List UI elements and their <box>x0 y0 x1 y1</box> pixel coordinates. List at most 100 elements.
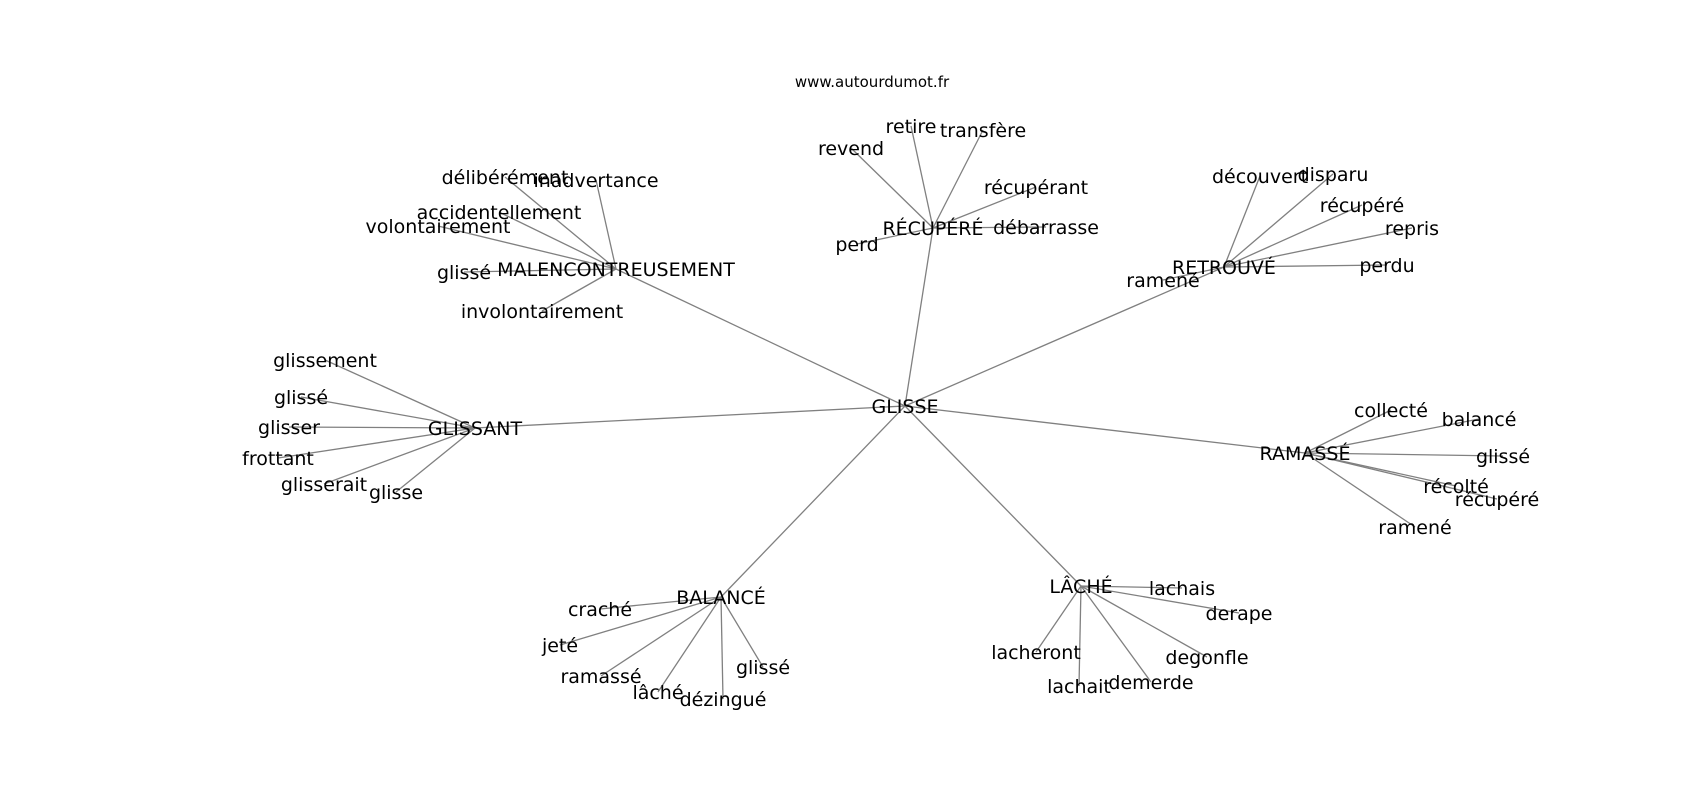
leaf-edge <box>1078 585 1082 687</box>
cluster-node-label: RAMASSÉ <box>1260 442 1351 465</box>
leaf-edge <box>932 186 1037 229</box>
hub-edge <box>615 268 906 407</box>
leaf-node-label: lâché <box>632 682 683 704</box>
leaf-node-label: inadvertance <box>533 170 658 192</box>
leaf-edge <box>1080 585 1240 614</box>
leaf-node-label: perd <box>835 234 878 256</box>
leaf-node-label: ramené <box>1126 270 1199 292</box>
leaf-edge <box>463 268 617 273</box>
leaf-edge <box>277 427 476 459</box>
leaf-node-label: accidentellement <box>417 202 582 224</box>
leaf-edge <box>504 176 617 270</box>
leaf-edge <box>288 426 476 429</box>
labels: www.autourdumot.fr GLISSE MALENCONTREUSEM… <box>242 73 1539 711</box>
leaf-node-label: glissé <box>736 657 790 679</box>
leaf-node-label: lachait <box>1047 676 1111 698</box>
leaf-edge <box>1162 266 1225 281</box>
leaf-edge <box>1304 452 1416 528</box>
leaf-edge <box>720 596 724 700</box>
leaf-edge <box>932 129 984 229</box>
leaf-edge <box>395 427 476 493</box>
leaf-edge <box>1223 227 1413 268</box>
leaf-node-label: craché <box>568 599 632 621</box>
leaf-edge <box>856 227 934 245</box>
leaf-node-label: lacheront <box>991 642 1081 664</box>
leaf-node-label: collecté <box>1354 400 1428 422</box>
leaf-edge <box>300 396 476 429</box>
leaf-edge <box>599 596 722 610</box>
watermark-text: www.autourdumot.fr <box>795 73 950 91</box>
leaf-edge <box>559 596 722 646</box>
center-node-label: GLISSE <box>871 396 938 418</box>
leaf-edge <box>324 359 476 429</box>
leaf-edge <box>657 596 722 693</box>
cluster-node-label: GLISSANT <box>428 418 523 440</box>
leaf-node-label: glisserait <box>281 474 367 496</box>
leaf-node-label: involontairement <box>461 301 623 323</box>
leaf-node-label: glissement <box>273 350 377 372</box>
leaf-node-label: récupéré <box>1455 489 1539 511</box>
leaf-node-label: ramené <box>1378 517 1451 539</box>
leaf-node-label: glissé <box>437 262 491 284</box>
leaf-edge <box>1080 585 1152 683</box>
leaf-node-label: derape <box>1206 603 1273 625</box>
leaf-node-label: perdu <box>1359 255 1414 277</box>
leaf-edge <box>595 179 617 270</box>
leaf-node-label: degonfle <box>1165 647 1248 669</box>
leaf-edge <box>1304 418 1480 454</box>
leaf-edge <box>1080 585 1183 589</box>
leaf-edge <box>910 125 934 229</box>
hub-edge <box>904 227 934 407</box>
leaf-edge <box>1223 175 1261 268</box>
leaf-node-label: glisse <box>369 482 423 504</box>
leaf-node-label: débarrasse <box>993 217 1099 239</box>
leaf-edge <box>1304 409 1392 454</box>
leaf-node-label: retire <box>886 116 937 138</box>
leaf-node-label: volontairement <box>366 216 511 238</box>
cluster-node-label: RÉCUPÉRÉ <box>882 217 983 240</box>
hub-edge <box>720 405 906 598</box>
leaf-node-label: glisser <box>258 417 320 439</box>
leaf-node-label: glissé <box>274 387 328 409</box>
leaf-edge <box>850 147 934 229</box>
hub-edge <box>474 405 906 429</box>
leaf-edge <box>932 226 1047 229</box>
leaf-node-label: lachais <box>1149 578 1215 600</box>
leaf-node-label: disparu <box>1298 164 1369 186</box>
leaf-node-label: découvert <box>1212 166 1308 188</box>
leaf-edge <box>1080 585 1208 658</box>
leaf-edge <box>498 211 617 270</box>
leaf-node-label: revend <box>818 138 884 160</box>
leaf-node-label: récupéré <box>1320 195 1404 217</box>
leaf-node-label: récupérant <box>984 177 1088 199</box>
leaf-edge <box>1035 585 1082 653</box>
leaf-node-label: récolté <box>1423 476 1489 498</box>
hub-edge <box>904 405 1082 587</box>
leaf-node-label: ramassé <box>560 666 641 688</box>
leaf-node-label: glissé <box>1476 446 1530 468</box>
leaf-edge <box>1223 204 1363 268</box>
edges <box>277 125 1504 700</box>
leaf-node-label: délibérément <box>442 167 569 189</box>
leaf-edge <box>720 596 764 668</box>
cluster-node-label: RETROUVÉ <box>1172 256 1276 279</box>
leaf-node-label: transfère <box>940 120 1026 142</box>
leaf-edge <box>323 427 476 485</box>
leaf-node-label: dézingué <box>680 689 767 711</box>
leaf-edge <box>600 596 722 677</box>
cluster-node-label: BALANCÉ <box>676 586 766 609</box>
leaf-edge <box>437 225 617 270</box>
leaf-edge <box>541 268 617 312</box>
hub-edge <box>904 405 1306 454</box>
leaf-edge <box>1223 264 1388 268</box>
leaf-node-label: balancé <box>1442 409 1517 431</box>
cluster-node-label: LÂCHÉ <box>1049 575 1112 598</box>
leaf-node-label: jeté <box>541 635 578 657</box>
leaf-node-label: repris <box>1385 218 1439 240</box>
leaf-edge <box>1223 173 1334 268</box>
cluster-node-label: MALENCONTREUSEMENT <box>497 259 735 281</box>
leaf-edge <box>1304 452 1498 500</box>
leaf-node-label: frottant <box>242 448 314 470</box>
hub-edge <box>904 266 1225 407</box>
